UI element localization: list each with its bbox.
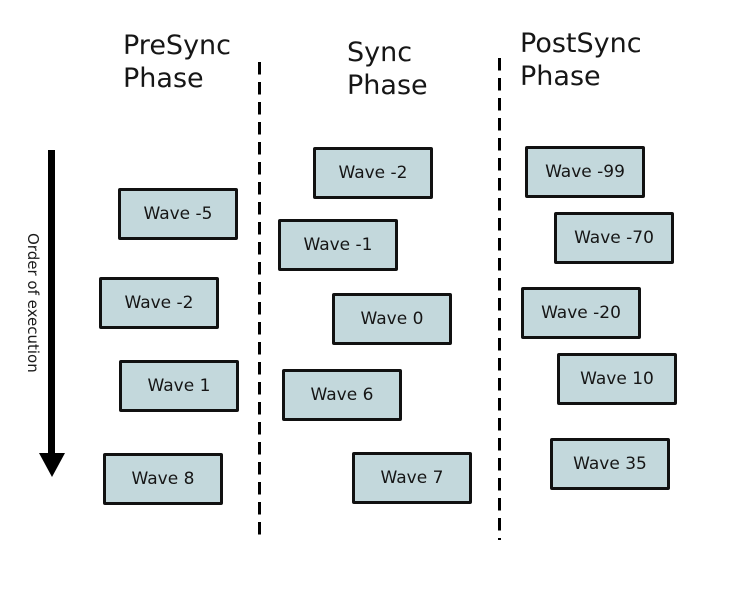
wave-box-postsync-3: Wave 10 (557, 353, 677, 405)
wave-box-label: Wave -1 (303, 235, 373, 255)
wave-box-label: Wave 8 (131, 469, 195, 489)
wave-box-sync-2: Wave 0 (332, 293, 452, 345)
wave-box-postsync-2: Wave -20 (521, 287, 641, 339)
postsync-phase-title-line2: Phase (520, 61, 601, 92)
wave-box-presync-0: Wave -5 (118, 188, 238, 240)
wave-box-label: Wave 10 (580, 369, 654, 389)
wave-box-sync-4: Wave 7 (352, 452, 472, 504)
postsync-phase-title: PostSync Phase (520, 27, 642, 93)
wave-box-sync-3: Wave 6 (282, 369, 402, 421)
order-arrow-down-icon (39, 453, 65, 477)
wave-box-postsync-4: Wave 35 (550, 438, 670, 490)
sync-phase-title: Sync Phase (347, 36, 428, 102)
wave-box-presync-2: Wave 1 (119, 360, 239, 412)
wave-box-label: Wave -2 (338, 163, 408, 183)
wave-box-label: Wave 0 (360, 309, 424, 329)
wave-box-label: Wave 35 (573, 454, 647, 474)
postsync-phase-title-line1: PostSync (520, 28, 642, 59)
wave-box-postsync-1: Wave -70 (554, 212, 674, 264)
wave-box-label: Wave -5 (143, 204, 213, 224)
wave-box-label: Wave -2 (124, 293, 194, 313)
wave-box-label: Wave 1 (147, 376, 211, 396)
presync-phase-title-line2: Phase (123, 63, 204, 94)
wave-box-label: Wave 7 (380, 468, 444, 488)
wave-box-presync-1: Wave -2 (99, 277, 219, 329)
wave-box-sync-0: Wave -2 (313, 147, 433, 199)
wave-box-postsync-0: Wave -99 (525, 146, 645, 198)
wave-box-label: Wave -20 (541, 303, 621, 323)
presync-phase-title: PreSync Phase (123, 29, 231, 95)
wave-box-label: Wave -70 (574, 228, 654, 248)
presync-phase-title-line1: PreSync (123, 30, 231, 61)
wave-box-presync-3: Wave 8 (103, 453, 223, 505)
wave-box-sync-1: Wave -1 (278, 219, 398, 271)
order-of-execution-label: Order of execution (24, 233, 42, 373)
wave-box-label: Wave 6 (310, 385, 374, 405)
sync-phase-title-line2: Phase (347, 70, 428, 101)
sync-phase-title-line1: Sync (347, 37, 413, 68)
wave-box-label: Wave -99 (545, 162, 625, 182)
